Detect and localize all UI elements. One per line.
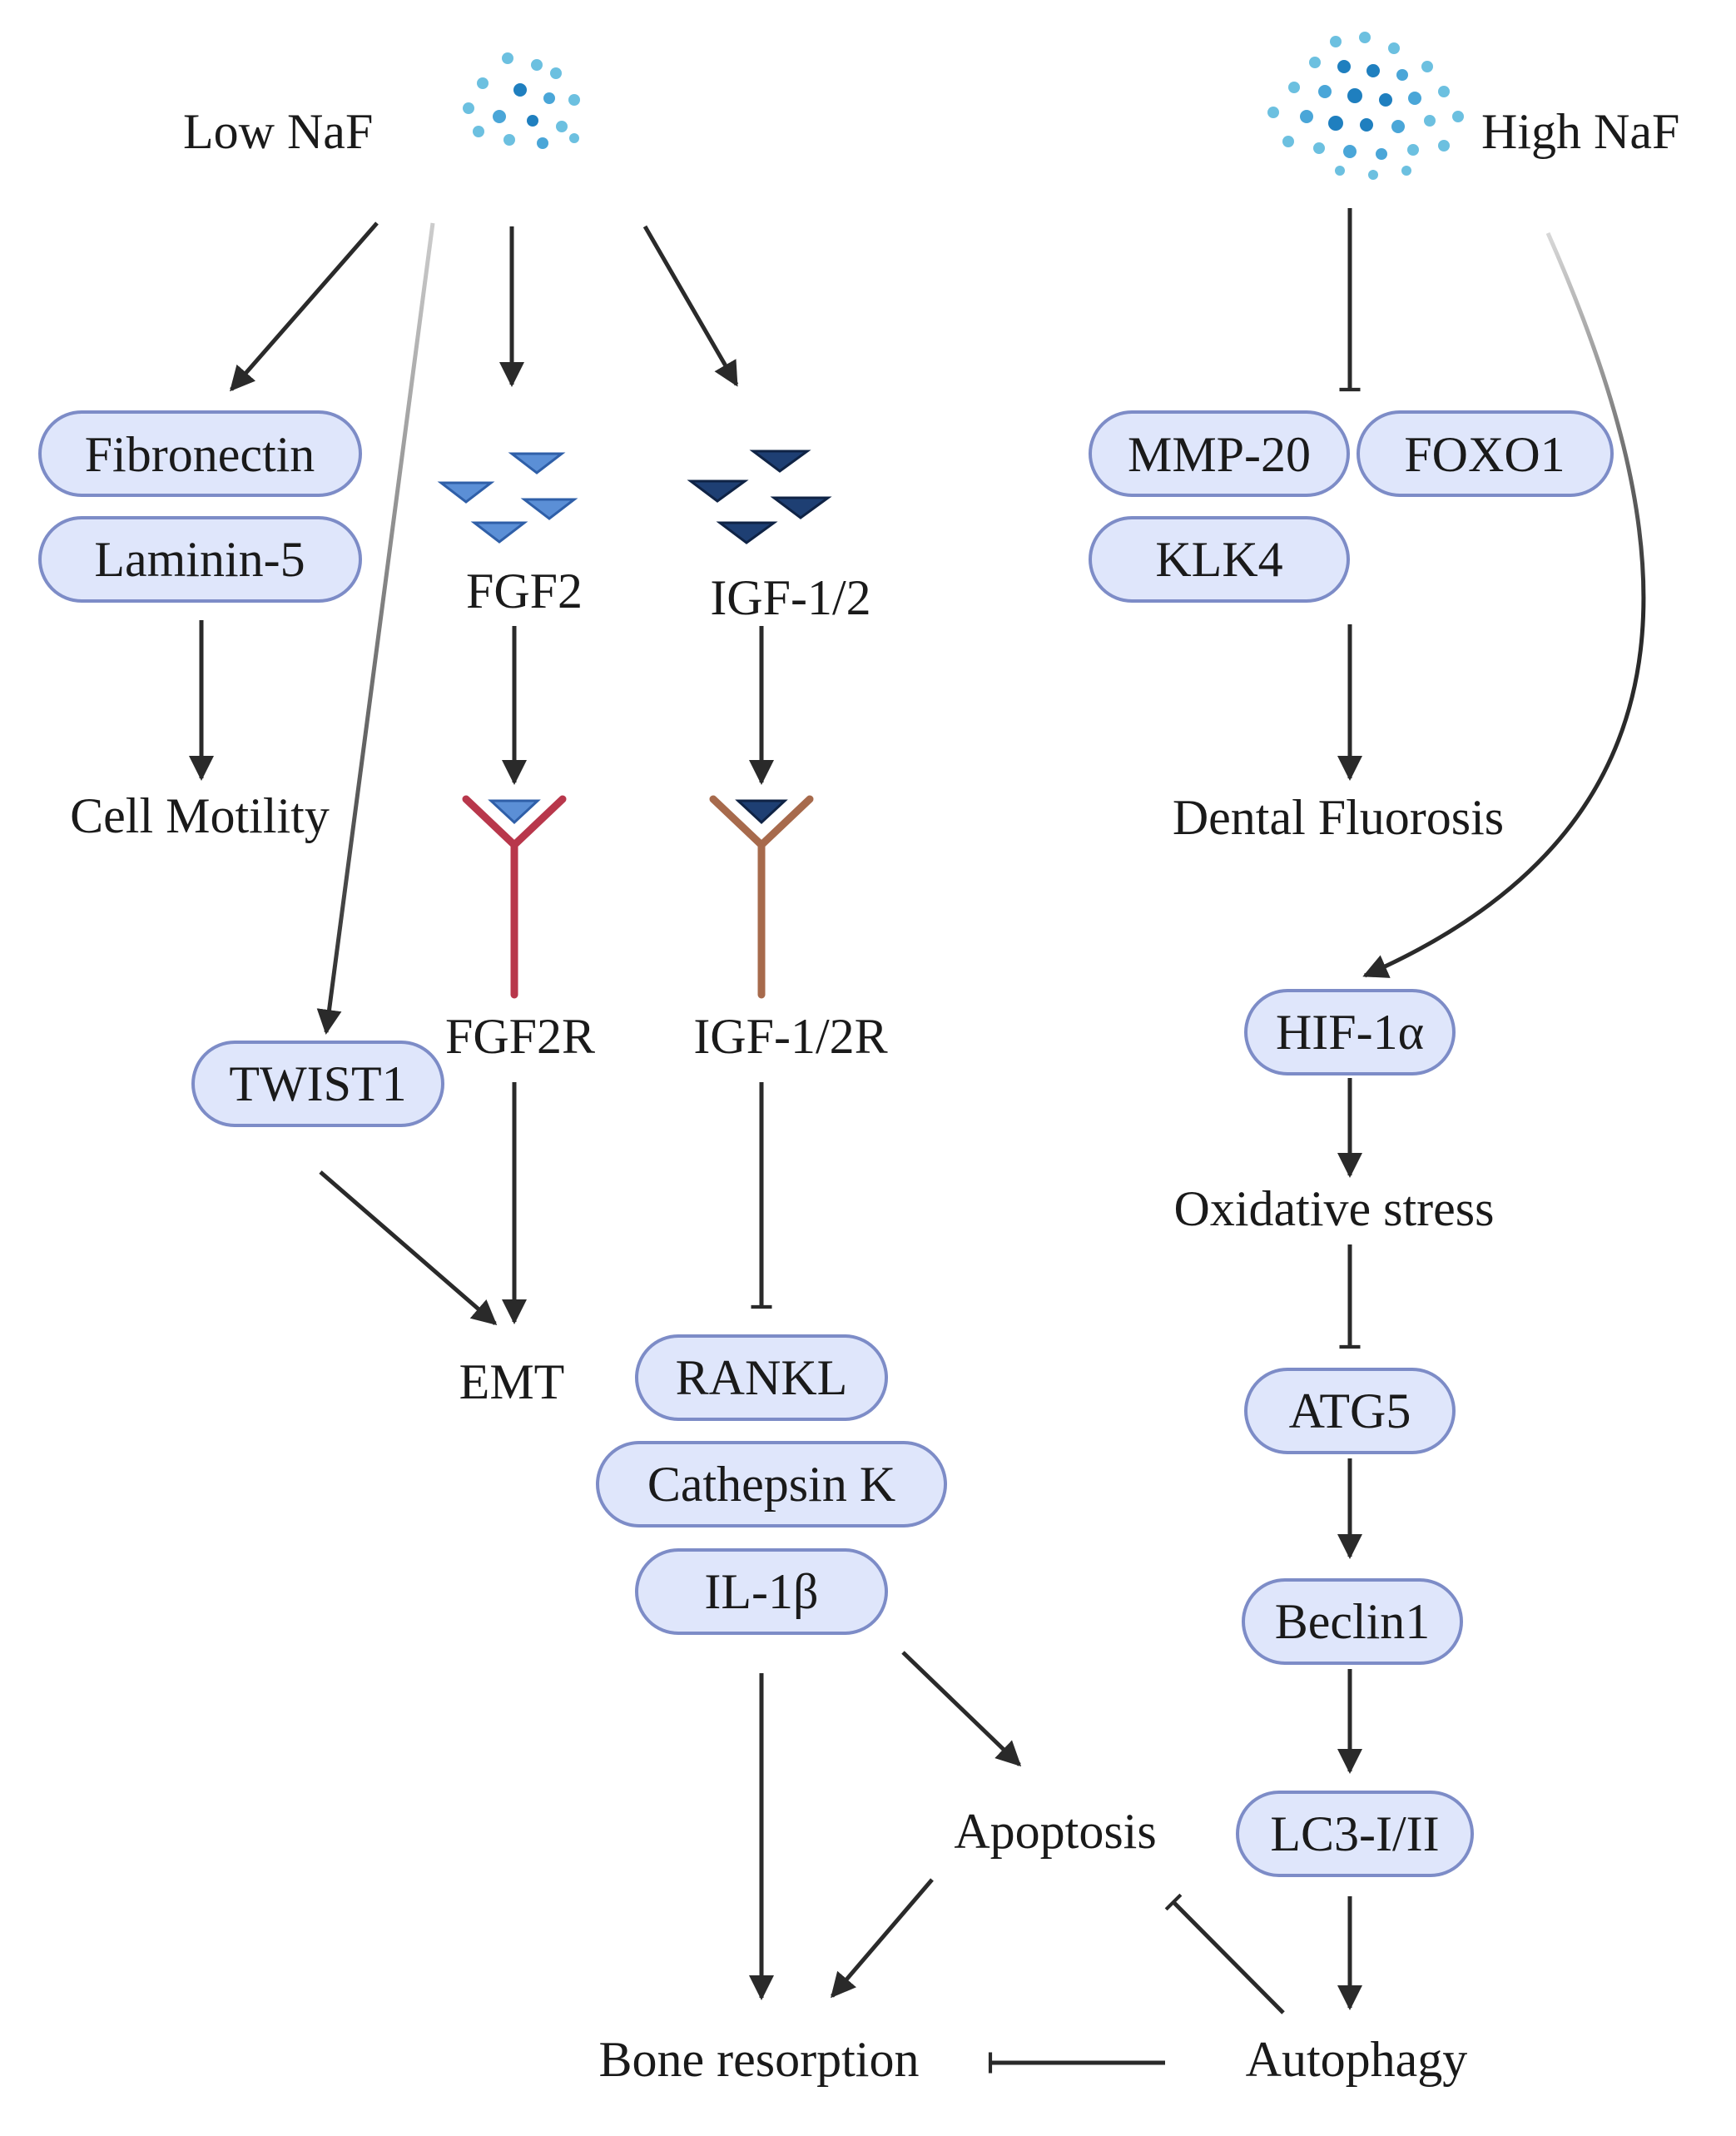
node-klk4: KLK4 [1089, 516, 1350, 603]
oxidative-stress-label: Oxidative stress [1174, 1181, 1495, 1236]
edge-apoptosis-bone [831, 1878, 934, 1999]
bone-resorption-label: Bone resorption [599, 2032, 920, 2087]
edge-twist1-emt [319, 1170, 498, 1325]
edge-low-igf [642, 225, 739, 387]
rankl-label: RANKL [676, 1350, 848, 1405]
edge-low-twist1 [316, 222, 435, 1035]
autophagy-label: Autophagy [1246, 2032, 1468, 2087]
node-lc3: LC3-I/II [1236, 1791, 1474, 1877]
node-twist1: TWIST1 [191, 1041, 444, 1127]
fgf2-label: FGF2 [466, 564, 583, 618]
igf12-label: IGF-1/2 [710, 570, 870, 625]
high-naf-label: High NaF [1481, 104, 1679, 159]
cell-motility-label: Cell Motility [70, 788, 330, 843]
emt-label: EMT [459, 1354, 565, 1409]
node-hif1a: HIF-1α [1244, 989, 1456, 1075]
lc3-label: LC3-I/II [1270, 1806, 1439, 1861]
laminin5-label: Laminin-5 [94, 532, 305, 587]
edges [189, 208, 1646, 2074]
edge-autophagy-inhibits-apoptosis [1164, 1893, 1285, 2014]
mmp20-label: MMP-20 [1128, 427, 1311, 482]
node-il1b: IL-1β [635, 1548, 888, 1635]
node-fibronectin: Fibronectin [38, 410, 362, 497]
node-beclin1: Beclin1 [1242, 1578, 1463, 1665]
fgf2-receptor-icon [462, 795, 567, 999]
hif1a-label: HIF-1α [1276, 1005, 1424, 1060]
fgf2-ligand-icon [437, 452, 578, 544]
atg5-label: ATG5 [1289, 1383, 1411, 1438]
node-rankl: RANKL [635, 1334, 888, 1421]
high-naf-dots-icon [1267, 32, 1464, 180]
node-laminin5: Laminin-5 [38, 516, 362, 603]
dental-fluorosis-label: Dental Fluorosis [1173, 790, 1504, 845]
igf-ligand-icon [687, 450, 832, 544]
beclin1-label: Beclin1 [1275, 1594, 1431, 1649]
node-foxo1: FOXO1 [1357, 410, 1614, 497]
foxo1-label: FOXO1 [1404, 427, 1565, 482]
il1b-label: IL-1β [704, 1564, 818, 1619]
edge-low-fibronectin [230, 221, 379, 392]
edge-il1b-apoptosis [901, 1651, 1022, 1767]
cathepsin-k-label: Cathepsin K [647, 1457, 895, 1512]
fgf2r-label: FGF2R [445, 1009, 595, 1064]
klk4-label: KLK4 [1155, 532, 1282, 587]
apoptosis-label: Apoptosis [954, 1804, 1156, 1859]
node-cathepsin-k: Cathepsin K [596, 1441, 947, 1527]
igf-receptor-icon [709, 795, 814, 999]
igf12r-label: IGF-1/2R [693, 1009, 887, 1064]
node-atg5: ATG5 [1244, 1368, 1456, 1454]
fibronectin-label: Fibronectin [85, 427, 315, 482]
edge-high-hif1a [1362, 231, 1646, 978]
low-naf-dots-icon [463, 52, 580, 149]
twist1-label: TWIST1 [229, 1056, 406, 1111]
low-naf-label: Low NaF [183, 104, 373, 159]
node-mmp20: MMP-20 [1089, 410, 1350, 497]
